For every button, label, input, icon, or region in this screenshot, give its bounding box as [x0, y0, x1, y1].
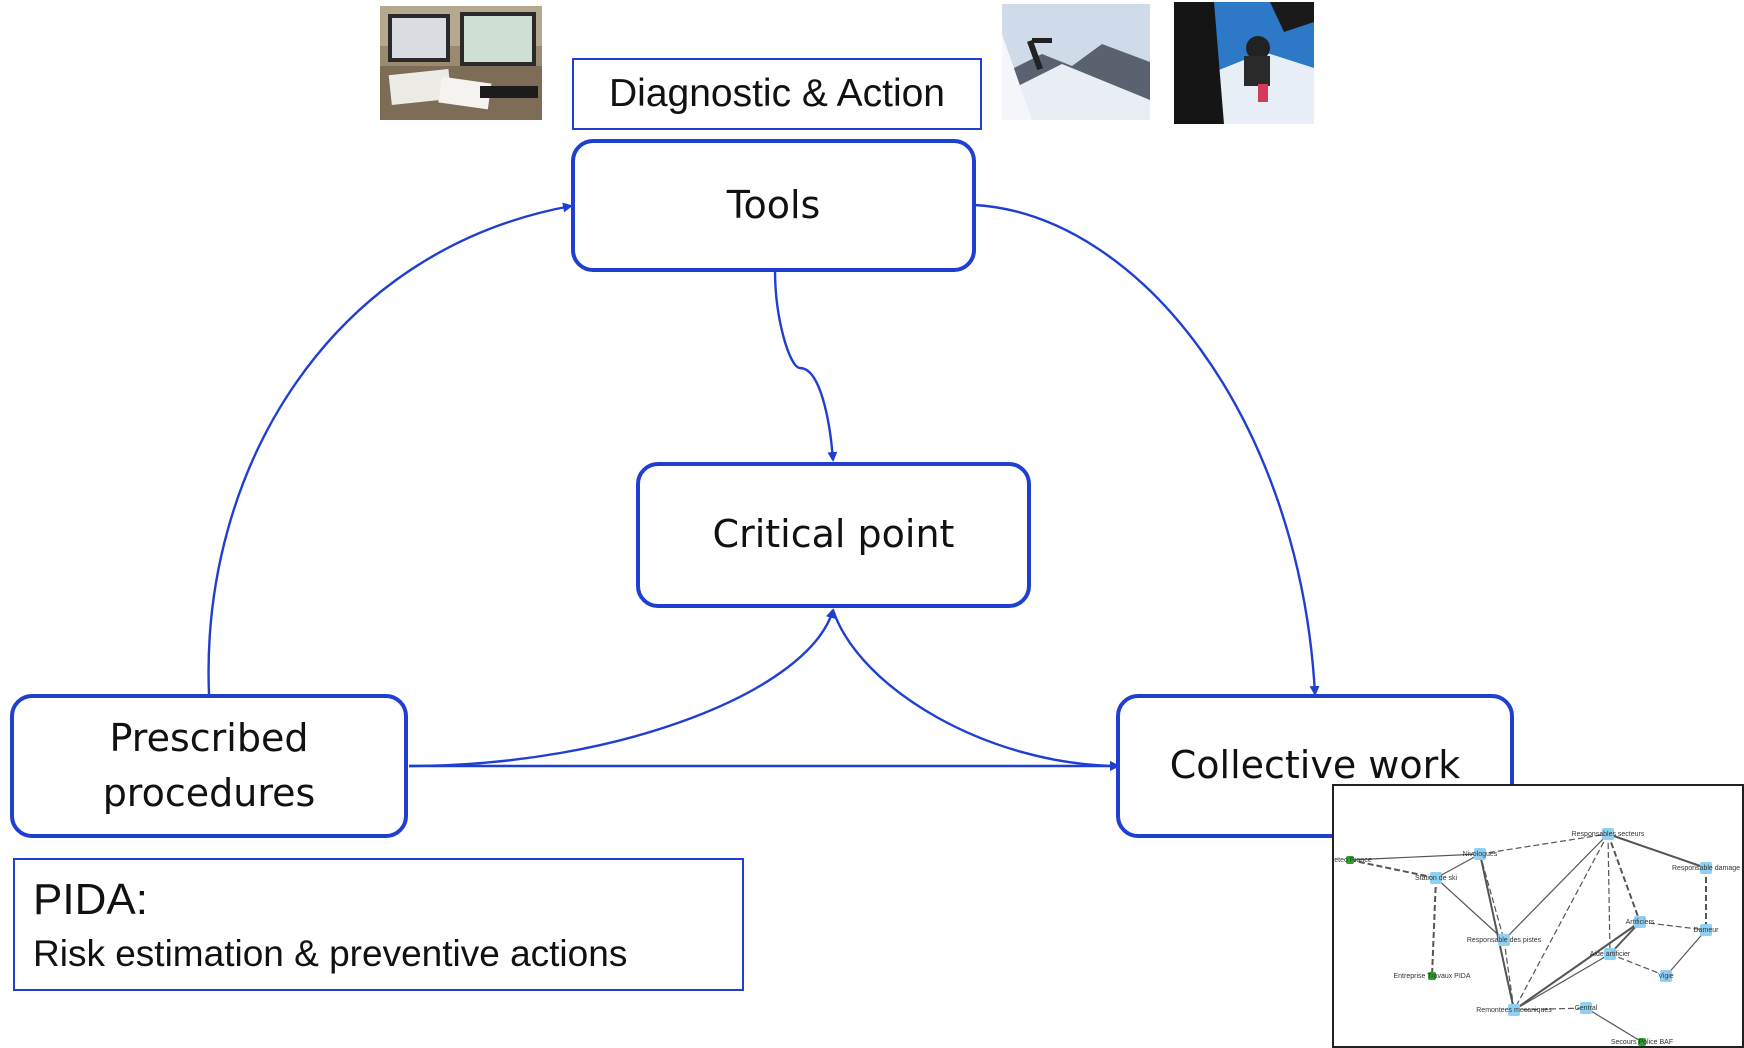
diagnostic-action-label: Diagnostic & Action: [572, 58, 982, 130]
network-edge: [1513, 953, 1611, 1011]
network-edge: [1607, 833, 1611, 955]
diagnostic-action-text: Diagnostic & Action: [608, 72, 945, 115]
arrow-critical-to-collective: [831, 609, 1120, 771]
network-edge: [1609, 953, 1667, 977]
network-node: [1498, 934, 1510, 946]
pida-label: PIDA: Risk estimation & preventive actio…: [13, 858, 744, 991]
network-node: [1638, 1038, 1646, 1046]
network-edge: [1665, 929, 1707, 977]
arrow-prescribed-to-tools: [207, 202, 573, 695]
network-edge: [1349, 859, 1437, 879]
critical-point-node: Critical point: [636, 462, 1031, 608]
network-node-label: Entreprise Travaux PIDA: [1393, 973, 1470, 980]
network-edge: [1431, 877, 1437, 977]
network-edge: [1607, 833, 1707, 869]
network-edge: [1607, 833, 1641, 923]
network-node: [1604, 948, 1616, 960]
network-node: [1430, 872, 1442, 884]
network-node-label: Responsable damage: [1672, 865, 1740, 872]
network-node: [1700, 862, 1712, 874]
network-node-label: Remontees mecaniques: [1476, 1007, 1552, 1014]
network-node: [1660, 970, 1672, 982]
network-node: [1508, 1004, 1520, 1016]
network-node-label: Secours Police BAF: [1611, 1039, 1673, 1046]
network-node-label: Central: [1575, 1005, 1598, 1012]
network-node-label: Aide artificier: [1590, 951, 1631, 958]
pida-title: PIDA:: [33, 875, 148, 924]
network-node: [1474, 848, 1486, 860]
network-node-label: Responsables secteurs: [1572, 831, 1645, 838]
network-node: [1428, 972, 1436, 980]
network-edge: [1513, 833, 1609, 1011]
prescribed-procedures-node: Prescribed procedures: [10, 694, 408, 838]
network-node-label: Station de ski: [1415, 875, 1457, 882]
pida-subtitle: Risk estimation & preventive actions: [33, 933, 628, 975]
tools-label: Tools: [726, 182, 821, 227]
network-node-label: Meteo France: [1334, 857, 1372, 864]
network-edge: [1513, 921, 1641, 1011]
prescribed-label-line1: Prescribed: [109, 715, 309, 760]
tools-node: Tools: [571, 139, 976, 272]
network-edge: [1585, 1007, 1643, 1043]
network-edge: [1479, 833, 1609, 855]
network-node-label: Vigie: [1658, 973, 1674, 980]
network-edge: [1479, 853, 1515, 1011]
network-edge: [1639, 921, 1707, 931]
photo-computer-workstation: [380, 6, 542, 120]
network-node-label: Responsable des pistes: [1467, 937, 1542, 944]
network-node: [1634, 916, 1646, 928]
arrow-prescribed-to-critical: [408, 608, 836, 768]
critical-point-label: Critical point: [712, 512, 955, 557]
network-node-label: Nivologues: [1463, 851, 1498, 858]
network-edge: [1503, 833, 1609, 941]
arrow-tools-to-critical: [773, 269, 838, 462]
photo-helicopter-operator: [1174, 2, 1314, 124]
network-edge: [1349, 853, 1481, 861]
network-node: [1700, 924, 1712, 936]
network-node: [1346, 856, 1354, 864]
network-edge: [1513, 1007, 1587, 1011]
network-edge: [1503, 939, 1515, 1011]
network-node-label: Dameur: [1694, 927, 1720, 934]
network-edge: [1435, 877, 1505, 941]
photo-mountain-snow: [1002, 4, 1150, 120]
collective-work-label: Collective work: [1169, 743, 1461, 788]
network-node: [1580, 1002, 1592, 1014]
network-edge: [1435, 853, 1481, 879]
prescribed-label-line2: procedures: [102, 771, 316, 815]
arrow-tools-to-collective: [974, 203, 1320, 696]
network-node: [1602, 828, 1614, 840]
network-node-label: Artificiers: [1626, 919, 1655, 926]
